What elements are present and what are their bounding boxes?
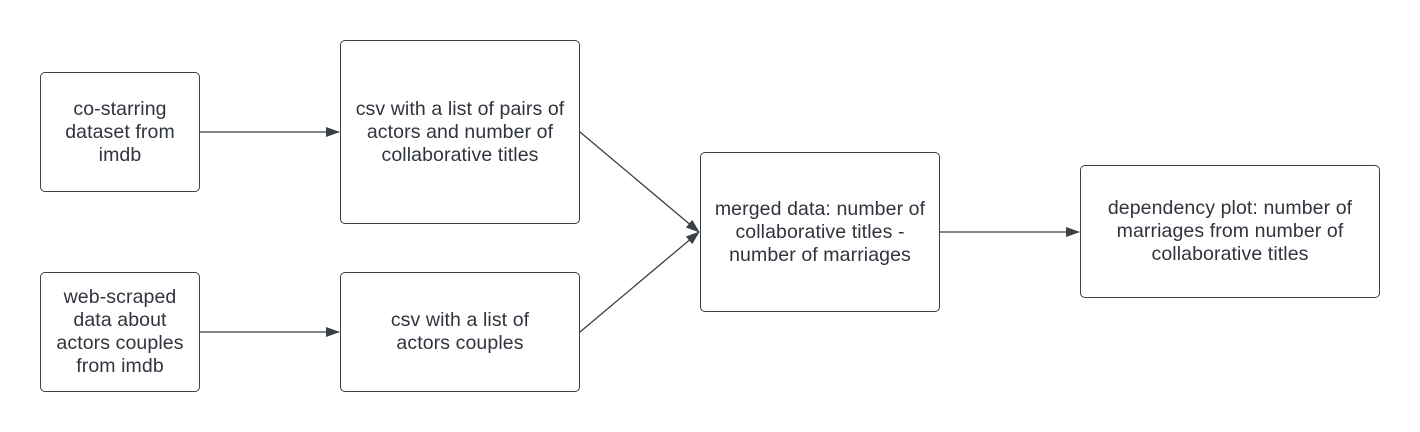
node-csv-actor-couples[interactable]: csv with a list of actors couples	[340, 272, 580, 392]
node-merged-label: merged data: number of collaborative tit…	[714, 197, 926, 266]
node-csv-actor-pairs[interactable]: csv with a list of pairs of actors and n…	[340, 40, 580, 224]
node-costarring-label: co-starring dataset from imdb	[65, 97, 175, 166]
node-webscraped-data[interactable]: web-scraped data about actors couples fr…	[40, 272, 200, 392]
node-webscraped-label: web-scraped data about actors couples fr…	[56, 286, 184, 377]
node-csv-pairs-label: csv with a list of pairs of actors and n…	[355, 97, 565, 166]
arrow-csv-pairs-to-merged	[579, 131, 700, 233]
node-costarring-dataset[interactable]: co-starring dataset from imdb	[40, 72, 200, 192]
node-merged-data[interactable]: merged data: number of collaborative tit…	[700, 152, 940, 312]
node-dependency-plot[interactable]: dependency plot: number of marriages fro…	[1080, 165, 1380, 298]
node-dependency-label: dependency plot: number of marriages fro…	[1107, 197, 1353, 265]
arrow-csv-couples-to-merged	[579, 231, 700, 333]
node-csv-couples-label: csv with a list of actors couples	[390, 309, 530, 354]
